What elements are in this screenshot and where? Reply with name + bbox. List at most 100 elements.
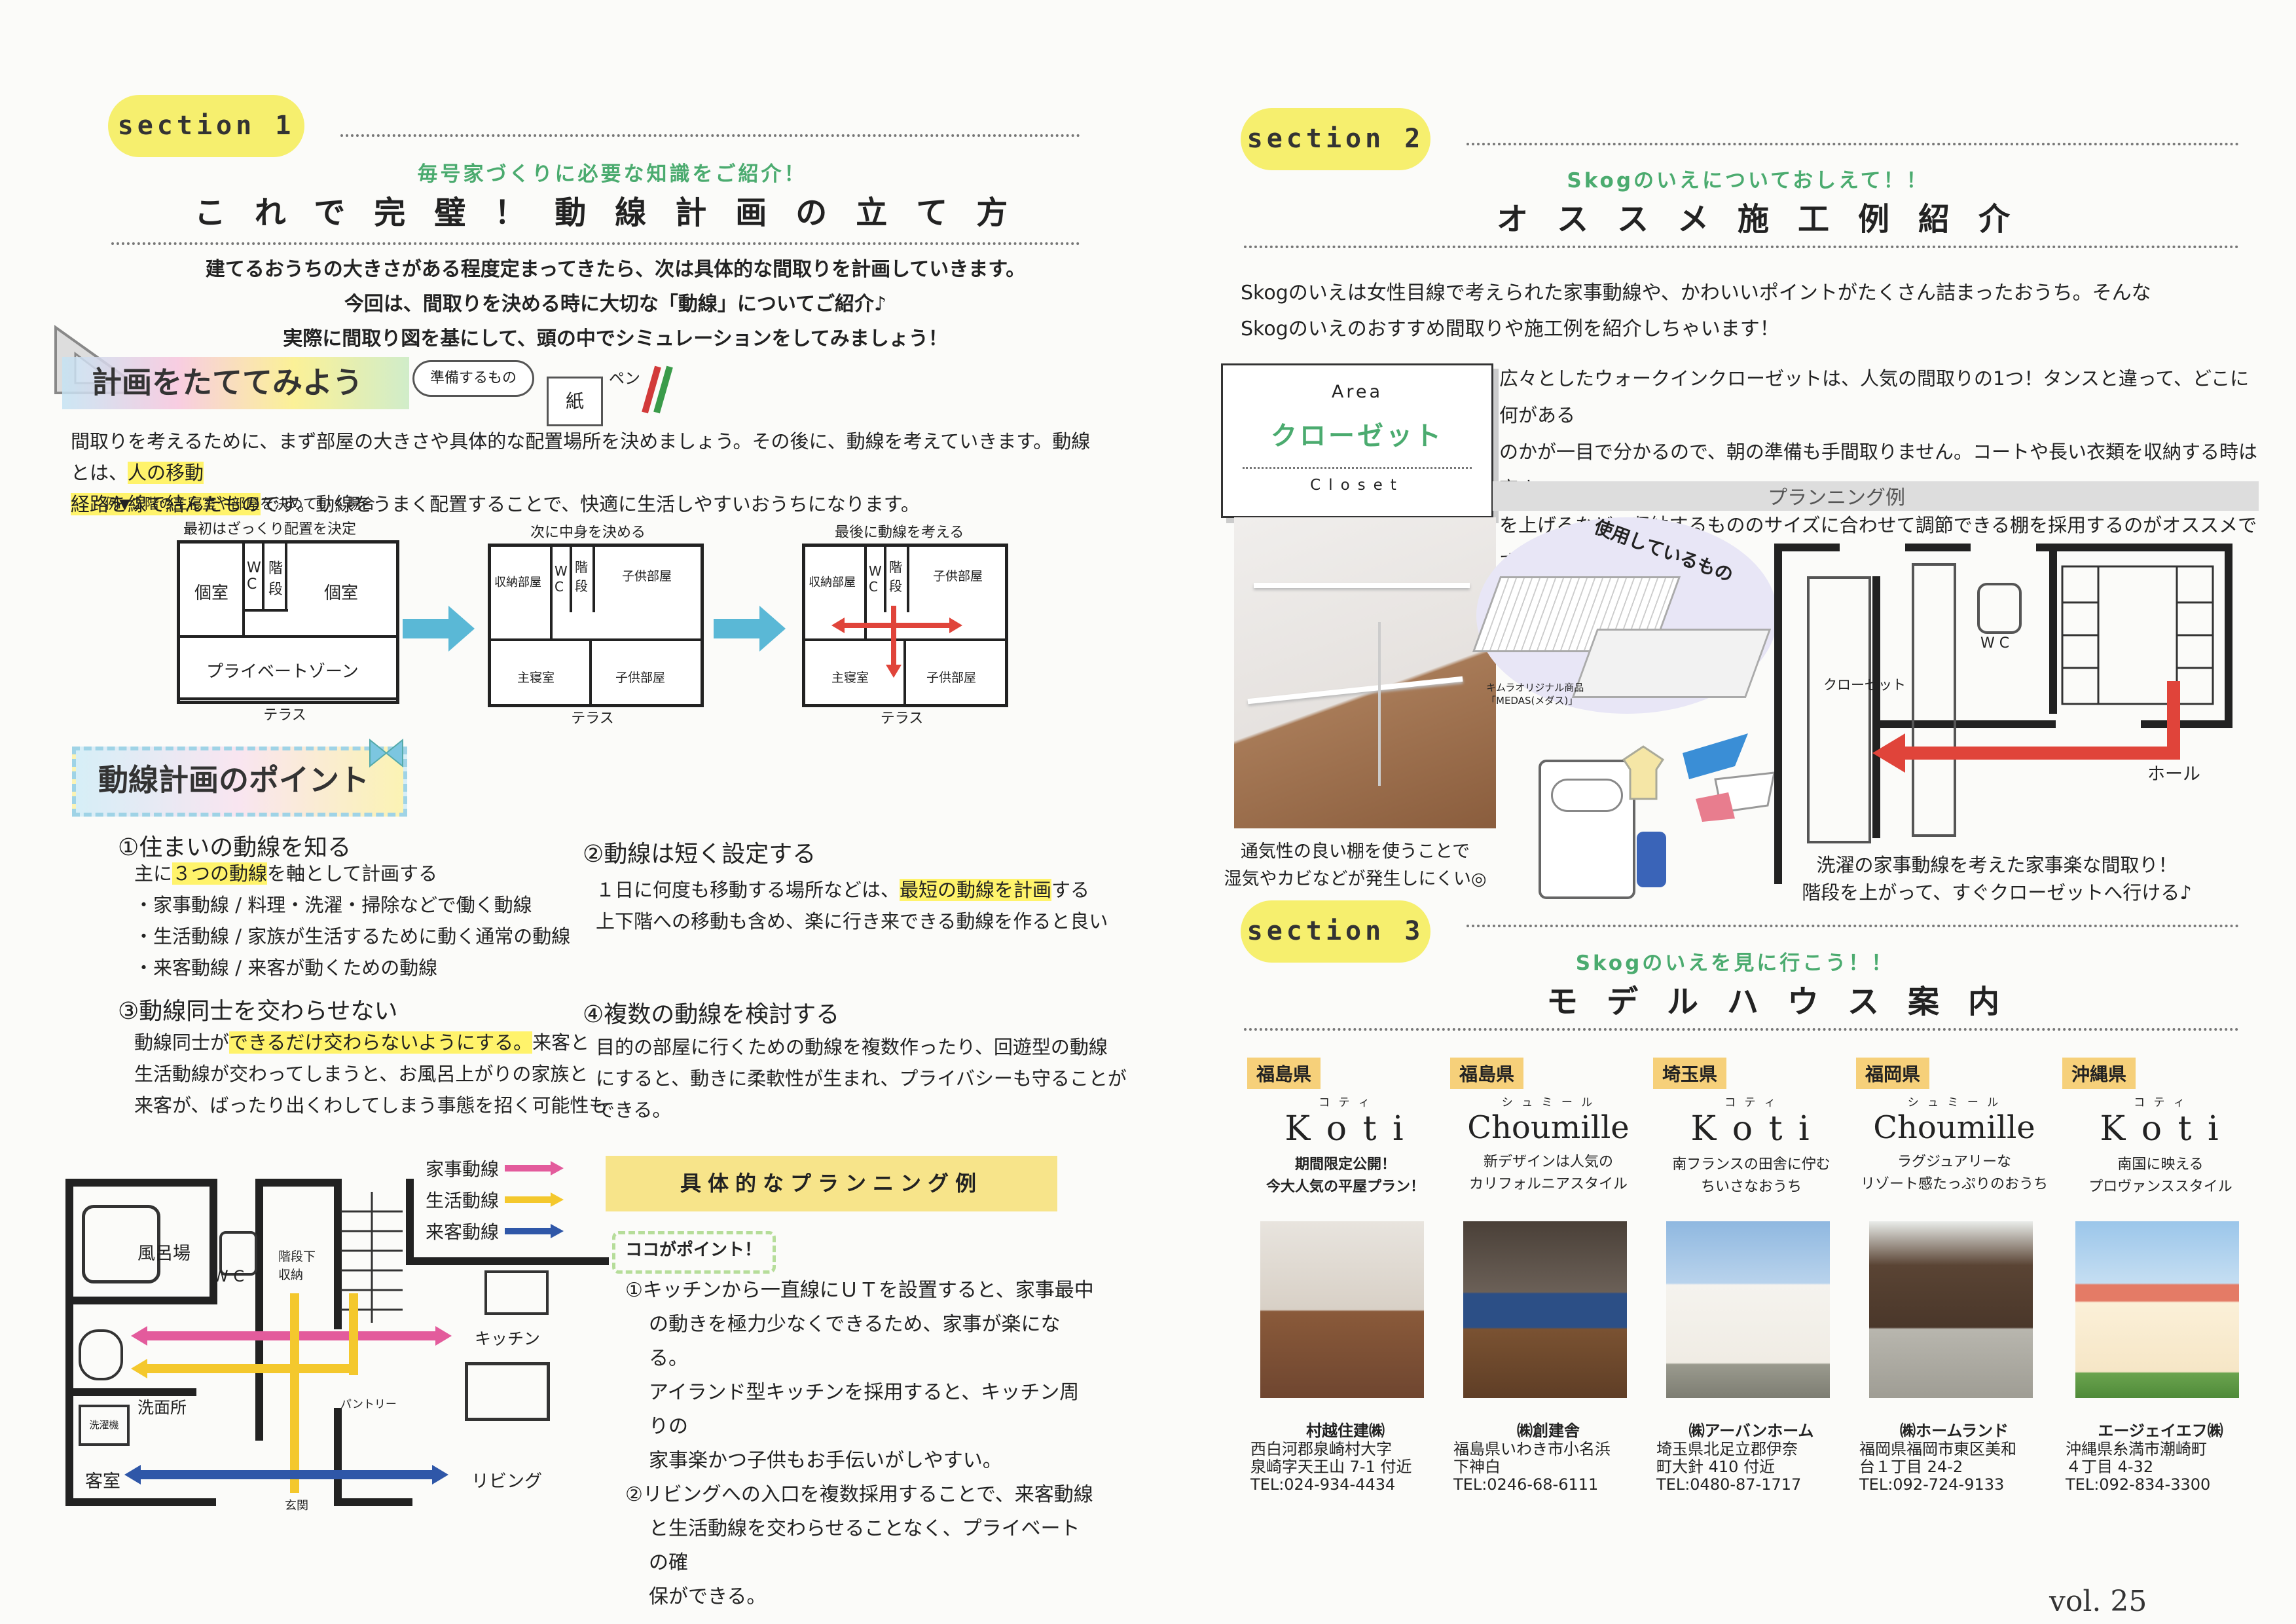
model-tagline: 南フランスの田舎に佇むちいさなおうち [1672, 1156, 1831, 1195]
legend-arrow-icon [504, 1224, 564, 1238]
section2-intro: Skogのいえは女性目線で考えられた家事動線や、かわいいポイントがたくさん詰まっ… [1241, 275, 2151, 347]
model-ruby: シ ュ ミ ー ル [1501, 1096, 1595, 1109]
plan-label: ホール [2147, 764, 2200, 784]
body-text: 間取りを考えるために、まず部屋の大きさや具体的な配置場所を決めましょう。その後に… [71, 430, 1091, 484]
body-highlight: ３つの動線 [172, 862, 268, 885]
plan-heading: 計画をたててみよう [92, 365, 363, 400]
step-label: 次に中身を決める [530, 525, 646, 541]
planning-box-title: 具体的なプランニング例 [606, 1156, 1057, 1211]
prefecture-tag: 福島県 [1450, 1058, 1524, 1089]
planning-line: の動きを極力少なくできるため、家事が楽になる。 [649, 1313, 1061, 1370]
body-text: にすると、動きに柔軟性が生まれ、プライバシーも守ることが [596, 1067, 1127, 1090]
points-heading: 動線計画のポイント [98, 762, 369, 798]
list-item: ・来客動線 / 来客が動くための動線 [134, 957, 438, 979]
room-label: 子供部屋 [615, 671, 666, 685]
flow-arrows-icon [831, 606, 962, 678]
area-label: Area [1331, 382, 1383, 402]
intro-line: Skogのいえは女性目線で考えられた家事動線や、かわいいポイントがたくさん詰まっ… [1241, 282, 2151, 304]
room-label: 階段 [575, 559, 588, 594]
planning-line: と生活動線を交わらせることなく、プライベートの確 [649, 1517, 1080, 1574]
step-label: 最後に動線を考える [835, 525, 964, 541]
section1-subtitle: 毎号家づくりに必要な知識をご紹介！ [417, 162, 807, 186]
model-ruby: コ テ ィ [2134, 1096, 2187, 1109]
area-card: Area クローゼット Closet [1221, 363, 1493, 518]
planning-bar [1493, 481, 2259, 511]
model-name: K o t i [1285, 1109, 1406, 1149]
point1-lead: 主に３つの動線を軸として計画する [134, 858, 437, 889]
point2-title: ②動線は短く設定する [583, 841, 816, 868]
laundry-route-arrow [1872, 681, 2180, 773]
house-card: 埼玉県 コ テ ィ K o t i 南フランスの田舎に佇むちいさなおうち ㈱アー… [1653, 1058, 1850, 1509]
closet-floorplan: クローゼット W C ホール [1774, 544, 2259, 884]
ribbon-icon [369, 738, 403, 768]
body-text: 来客と [532, 1031, 590, 1054]
legend-housework: 家事動線 [426, 1154, 564, 1185]
body-text: 動線同士が [134, 1031, 230, 1054]
section2-title: オススメ施工例紹介 [1496, 201, 2039, 238]
desc-line: 広々としたウォークインクローゼットは、人気の間取りの1つ！タンスと違って、どこに… [1499, 367, 2250, 426]
room-label: リビング [471, 1471, 542, 1492]
house-card: 福島県 コ テ ィ K o t i 期間限定公開！今大人気の平屋プラン！ 村越住… [1247, 1058, 1444, 1509]
legend-guest: 来客動線 [426, 1217, 564, 1248]
company-tel: TEL:092-724-9133 [1859, 1475, 2005, 1494]
room-label: 客室 [85, 1471, 120, 1492]
model-photo [1666, 1221, 1830, 1398]
caption-line: 洗濯の家事動線を考えた家事楽な間取り！ [1816, 854, 2178, 876]
caption-line: 湿気やカビなどが発生しにくい◎ [1224, 869, 1487, 889]
divider [111, 242, 1080, 245]
room-label: 子供部屋 [933, 569, 983, 583]
body-text: 目的の部屋に行くための動線を複数作ったり、回遊型の動線 [596, 1036, 1108, 1058]
legend-living: 生活動線 [426, 1185, 564, 1217]
points-heading-frame [72, 747, 407, 817]
model-tagline: 南国に映えるプロヴァンススタイル [2088, 1156, 2232, 1195]
intro-line: 実際に間取り図を基にして、頭の中でシミュレーションをしてみましょう！ [283, 327, 948, 350]
room-label: W C [213, 1267, 245, 1285]
model-name: Choumille [1467, 1109, 1630, 1146]
room-label: 洗面所 [137, 1398, 187, 1417]
room-label: パントリー [340, 1398, 397, 1411]
model-photo [1260, 1221, 1424, 1398]
room-label: 階段 [268, 561, 283, 598]
plan-label: W C [1980, 635, 2010, 652]
list-item: ・家事動線 / 料理・洗濯・掃除などで働く動線 [134, 894, 532, 916]
list-item: ・生活動線 / 家族が生活するために動く通常の動線 [134, 925, 571, 948]
arrow-right-icon [714, 606, 786, 652]
floorplan-step3: 収納部屋 W C 階段 子供部屋 主寝室 子供部屋 [802, 544, 1008, 707]
step-label: 最初はざっくり配置を決定 [183, 521, 357, 538]
legend-arrow-icon [504, 1192, 564, 1207]
body-text: 来客が、ばったり出くわしてしまう事態を招く可能性も [134, 1094, 608, 1116]
company-name: 村越住建㈱ [1306, 1422, 1385, 1440]
intro-line: Skogのいえのおすすめ間取りや施工例を紹介しちゃいます！ [1241, 318, 1779, 341]
floorplan-detail: 風呂場 W C 階段下 収納 キッチン 洗濯機 洗面所 パントリー 客室 リビン… [65, 1179, 609, 1513]
company-name: エージェイエフ㈱ [2098, 1422, 2223, 1440]
divider [1244, 1028, 2239, 1031]
divider [340, 134, 1080, 137]
divider [1243, 467, 1472, 469]
washbasin-icon [79, 1329, 123, 1380]
washer-icon: 洗濯機 [79, 1405, 130, 1446]
plan-body: 間取りを考えるために、まず部屋の大きさや具体的な配置場所を決めましょう。その後に… [71, 426, 1092, 520]
divider [1467, 925, 2239, 927]
floorplan-step1: 個室 W C 階段 個室 プライベートゾーン [177, 540, 399, 704]
body-text: です。動線をうまく配置することで、快適に生活しやすいおうちになります。 [261, 493, 920, 515]
company-tel: TEL:0480-87-1717 [1656, 1475, 1802, 1494]
house-card: 沖縄県 コ テ ィ K o t i 南国に映えるプロヴァンススタイル エージェイ… [2062, 1058, 2259, 1509]
pen-icon [642, 365, 673, 414]
divider [1244, 246, 2239, 248]
plan-label: クローゼット [1823, 677, 1906, 693]
toilet-icon [219, 1231, 257, 1276]
point4-text: 目的の部屋に行くための動線を複数作ったり、回遊型の動線 にすると、動きに柔軟性が… [596, 1031, 1127, 1126]
planning-label: プランニング例 [1768, 487, 1905, 509]
prefecture-tag: 福島県 [1247, 1058, 1321, 1089]
body-text: 主に [134, 862, 173, 885]
body-text: 上下階への移動も含め、楽に行き来できる動線を作ると良い [596, 910, 1108, 932]
body-highlight: 最短の動線を計画 [900, 879, 1052, 901]
company-tel: TEL:092-834-3300 [2066, 1475, 2211, 1494]
company-tel: TEL:024-934-4434 [1250, 1475, 1396, 1494]
closet-shelf [1807, 576, 1871, 843]
model-ruby: シ ュ ミ ー ル [1907, 1096, 2001, 1109]
